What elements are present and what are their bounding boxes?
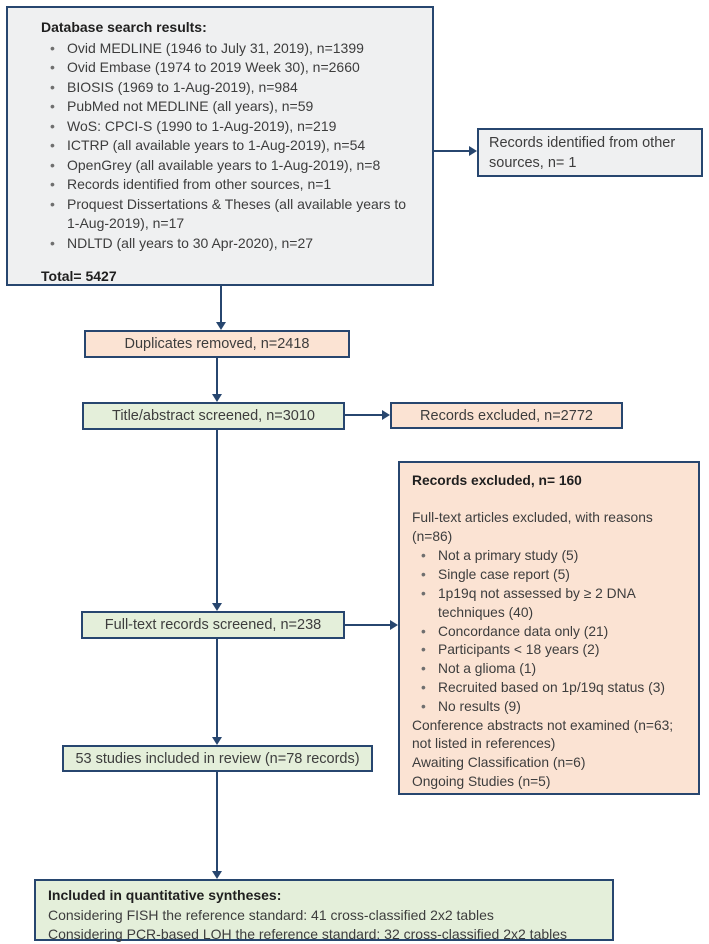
list-item: PubMed not MEDLINE (all years), n=59 (50, 97, 420, 117)
quantitative-title: Included in quantitative syntheses: (48, 887, 282, 903)
excluded-note-conference: Conference abstracts not examined (n=63;… (412, 717, 674, 752)
quantitative-line-pcr: Considering PCR-based LOH the reference … (48, 926, 568, 942)
excluded-note-ongoing: Ongoing Studies (n=5) (412, 773, 551, 789)
arrow-fulltext-to-included-line (216, 639, 218, 738)
title-abstract-screened-box: Title/abstract screened, n=3010 (82, 402, 345, 430)
quantitative-syntheses-box: Included in quantitative syntheses: Cons… (34, 879, 614, 942)
database-search-results-box: Database search results: Ovid MEDLINE (1… (6, 6, 434, 286)
arrow-database-to-duplicates-head (216, 322, 226, 330)
list-item: 1p19q not assessed by ≥ 2 DNA techniques… (421, 585, 686, 623)
records-excluded-screening-box: Records excluded, n=2772 (390, 402, 623, 429)
list-item: ICTRP (all available years to 1-Aug-2019… (50, 136, 420, 156)
arrow-titleabstract-to-fulltext-head (212, 603, 222, 611)
arrow-fulltext-to-excluded-detail-line (345, 624, 390, 626)
excluded-detail-subtitle: Full-text articles excluded, with reason… (412, 509, 653, 544)
records-other-sources-box: Records identified from other sources, n… (477, 128, 703, 177)
arrow-duplicates-to-titleabstract-head (212, 394, 222, 402)
studies-included-review-text: 53 studies included in review (n=78 reco… (75, 750, 360, 767)
arrow-fulltext-to-included-head (212, 737, 222, 745)
arrow-fulltext-to-excluded-detail-head (390, 620, 398, 630)
excluded-detail-title: Records excluded, n= 160 (412, 473, 582, 488)
arrow-titleabstract-to-excluded-head (382, 410, 390, 420)
list-item: Participants < 18 years (2) (421, 641, 686, 660)
duplicates-removed-text: Duplicates removed, n=2418 (124, 336, 310, 352)
list-item: Proquest Dissertations & Theses (all ava… (50, 195, 420, 234)
database-total: Total= 5427 (41, 268, 117, 284)
database-sources-list: Ovid MEDLINE (1946 to July 31, 2019), n=… (41, 39, 420, 254)
records-other-sources-text: Records identified from other sources, n… (489, 135, 676, 171)
arrow-titleabstract-to-excluded-line (345, 414, 382, 416)
duplicates-removed-box: Duplicates removed, n=2418 (84, 330, 350, 358)
list-item: Not a primary study (5) (421, 547, 686, 566)
spacer (412, 491, 686, 509)
list-item: Ovid Embase (1974 to 2019 Week 30), n=26… (50, 58, 420, 78)
list-item: WoS: CPCI-S (1990 to 1-Aug-2019), n=219 (50, 117, 420, 137)
full-text-screened-box: Full-text records screened, n=238 (81, 611, 345, 639)
arrow-included-to-quantitative-line (216, 772, 218, 872)
list-item: No results (9) (421, 698, 686, 717)
title-abstract-screened-text: Title/abstract screened, n=3010 (112, 408, 315, 424)
list-item: Ovid MEDLINE (1946 to July 31, 2019), n=… (50, 39, 420, 59)
full-text-screened-text: Full-text records screened, n=238 (104, 617, 322, 633)
arrow-database-to-other-sources-head (469, 146, 477, 156)
studies-included-review-box: 53 studies included in review (n=78 reco… (62, 745, 373, 772)
records-excluded-detail-box: Records excluded, n= 160 Full-text artic… (398, 461, 700, 795)
list-item: Records identified from other sources, n… (50, 175, 420, 195)
arrow-database-to-other-sources-line (434, 150, 469, 152)
list-item: Concordance data only (21) (421, 623, 686, 642)
database-box-title: Database search results: (41, 19, 207, 35)
excluded-reasons-list: Not a primary study (5)Single case repor… (412, 547, 686, 716)
list-item: Not a glioma (1) (421, 660, 686, 679)
excluded-note-awaiting: Awaiting Classification (n=6) (412, 755, 586, 771)
list-item: BIOSIS (1969 to 1-Aug-2019), n=984 (50, 78, 420, 98)
arrow-titleabstract-to-fulltext-line (216, 430, 218, 604)
quantitative-line-fish: Considering FISH the reference standard:… (48, 906, 494, 923)
list-item: Single case report (5) (421, 566, 686, 585)
list-item: OpenGrey (all available years to 1-Aug-2… (50, 156, 420, 176)
arrow-included-to-quantitative-head (212, 871, 222, 879)
arrow-database-to-duplicates-line (220, 286, 222, 323)
list-item: Recruited based on 1p/19q status (3) (421, 679, 686, 698)
arrow-duplicates-to-titleabstract-line (216, 358, 218, 395)
list-item: NDLTD (all years to 30 Apr-2020), n=27 (50, 234, 420, 254)
records-excluded-screening-text: Records excluded, n=2772 (420, 407, 593, 424)
